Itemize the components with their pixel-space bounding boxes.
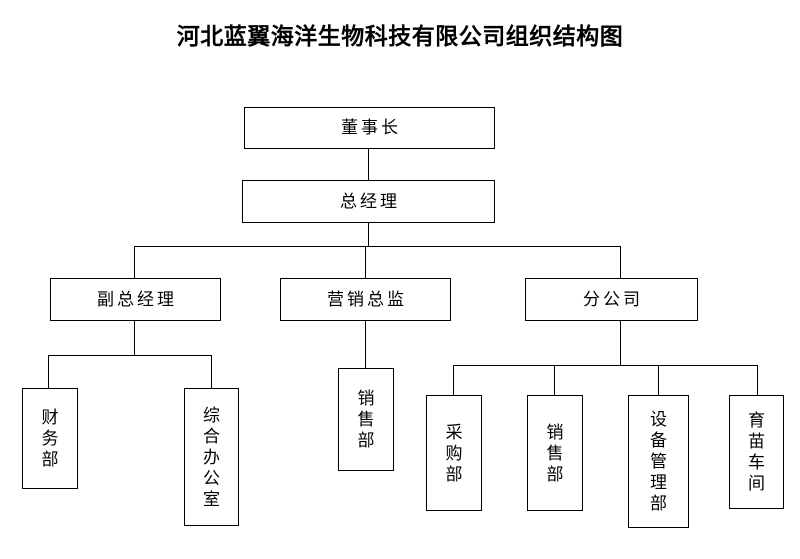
node-general-office[interactable]: 综合办公室 bbox=[184, 388, 239, 526]
connector-mkt-dir-to-sales bbox=[365, 320, 366, 368]
connector-bus-to-finance bbox=[48, 355, 49, 388]
node-purchasing-department[interactable]: 采购部 bbox=[426, 395, 482, 511]
node-sales-department-branch[interactable]: 销售部 bbox=[527, 395, 583, 511]
node-chairman[interactable]: 董事长 bbox=[244, 107, 495, 149]
node-general-office-label: 综合办公室 bbox=[203, 405, 220, 509]
node-general-manager-label: 总经理 bbox=[340, 191, 400, 211]
node-equipment-management-department-label: 设备管理部 bbox=[650, 410, 667, 513]
node-purchasing-department-label: 采购部 bbox=[445, 422, 463, 484]
node-branch-company-label: 分公司 bbox=[583, 289, 643, 309]
connector-gm-stem bbox=[368, 222, 369, 246]
connector-branch-bus bbox=[453, 365, 758, 366]
node-branch-company[interactable]: 分公司 bbox=[525, 278, 698, 321]
connector-bus-to-mkt-dir bbox=[365, 246, 366, 278]
node-nursery-workshop[interactable]: 育苗车间 bbox=[729, 395, 784, 509]
node-marketing-director-label: 营销总监 bbox=[327, 289, 407, 309]
node-sales-department-marketing[interactable]: 销售部 bbox=[338, 368, 394, 471]
connector-bus-to-purchasing bbox=[453, 365, 454, 395]
node-sales-department-marketing-label: 销售部 bbox=[357, 389, 375, 450]
connector-deputy-gm-bus bbox=[48, 355, 212, 356]
connector-branch-stem bbox=[620, 320, 621, 365]
node-deputy-general-manager-label: 副总经理 bbox=[97, 289, 177, 309]
connector-gm-bus bbox=[134, 246, 621, 247]
node-marketing-director[interactable]: 营销总监 bbox=[280, 278, 451, 321]
node-nursery-workshop-label: 育苗车间 bbox=[748, 411, 765, 493]
connector-bus-to-branch bbox=[620, 246, 621, 278]
connector-bus-to-admin bbox=[211, 355, 212, 388]
connector-bus-to-nursery bbox=[757, 365, 758, 395]
node-finance-department-label: 财务部 bbox=[41, 408, 59, 469]
node-sales-department-branch-label: 销售部 bbox=[546, 422, 564, 484]
node-equipment-management-department[interactable]: 设备管理部 bbox=[628, 395, 689, 528]
node-finance-department[interactable]: 财务部 bbox=[22, 388, 78, 489]
connector-chairman-gm bbox=[368, 148, 369, 180]
connector-bus-to-equipment bbox=[658, 365, 659, 395]
connector-bus-to-sales-branch bbox=[554, 365, 555, 395]
connector-deputy-gm-stem bbox=[134, 320, 135, 355]
node-chairman-label: 董事长 bbox=[341, 118, 401, 137]
page-title: 河北蓝翼海洋生物科技有限公司组织结构图 bbox=[176, 24, 624, 49]
connector-bus-to-deputy-gm bbox=[134, 246, 135, 278]
node-general-manager[interactable]: 总经理 bbox=[242, 180, 495, 223]
node-deputy-general-manager[interactable]: 副总经理 bbox=[50, 278, 221, 321]
